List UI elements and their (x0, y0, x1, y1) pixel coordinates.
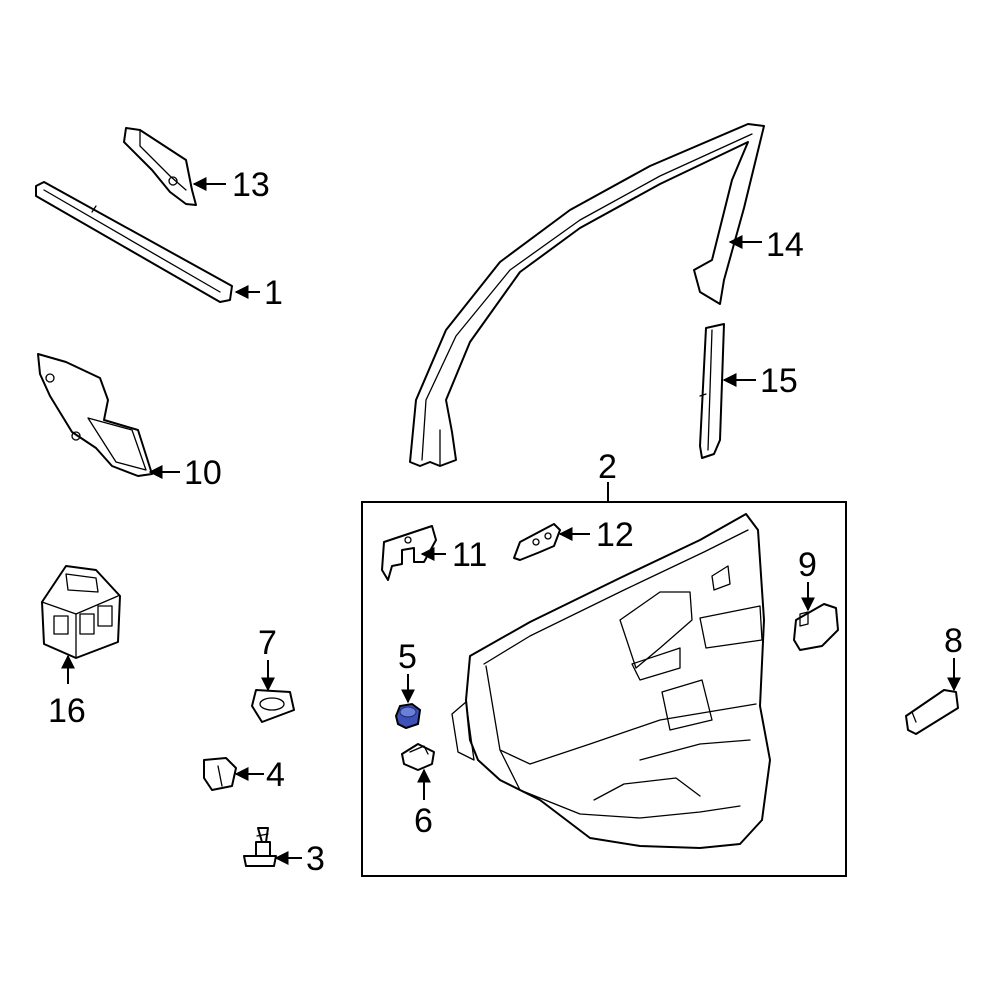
part-5-retainer[interactable] (394, 702, 422, 730)
part-4-clip-nut[interactable] (203, 757, 237, 791)
leader-lines (61, 177, 961, 865)
part-2-door-trim-panel[interactable] (451, 513, 771, 849)
callout-13: 13 (232, 166, 270, 204)
callout-11: 11 (452, 536, 487, 574)
callout-2: 2 (598, 448, 617, 486)
callout-14: 14 (766, 226, 804, 264)
part-1-belt-weatherstrip[interactable] (35, 181, 233, 303)
callout-16: 16 (48, 692, 86, 730)
part-9-cover[interactable] (793, 603, 839, 651)
part-6-clip[interactable] (401, 743, 435, 771)
part-10-watershield[interactable] (37, 353, 153, 477)
part-15-pillar-applique[interactable] (699, 323, 725, 459)
part-7-clip[interactable] (251, 689, 295, 723)
callout-5: 5 (398, 638, 417, 676)
part-16-window-switch[interactable] (41, 565, 121, 659)
callout-12: 12 (596, 516, 634, 554)
callout-1: 1 (264, 274, 283, 312)
part-13-bracket[interactable] (123, 127, 197, 206)
callout-4: 4 (266, 756, 285, 794)
callout-3: 3 (306, 840, 325, 878)
part-14-door-frame-trim[interactable] (409, 123, 765, 467)
part-3-screw[interactable] (243, 827, 277, 867)
callout-15: 15 (760, 362, 798, 400)
callout-9: 9 (798, 546, 817, 584)
part-8-trim[interactable] (905, 689, 959, 735)
callout-7: 7 (258, 624, 277, 662)
part-11-bracket[interactable] (381, 525, 437, 581)
part-12-bracket[interactable] (513, 523, 561, 561)
callout-10: 10 (184, 454, 222, 492)
door-trim-box (361, 501, 847, 877)
callout-6: 6 (414, 802, 433, 840)
callout-8: 8 (944, 622, 963, 660)
callout-labels: 13 1 10 16 7 4 3 14 15 2 11 12 5 6 9 8 (48, 166, 963, 878)
